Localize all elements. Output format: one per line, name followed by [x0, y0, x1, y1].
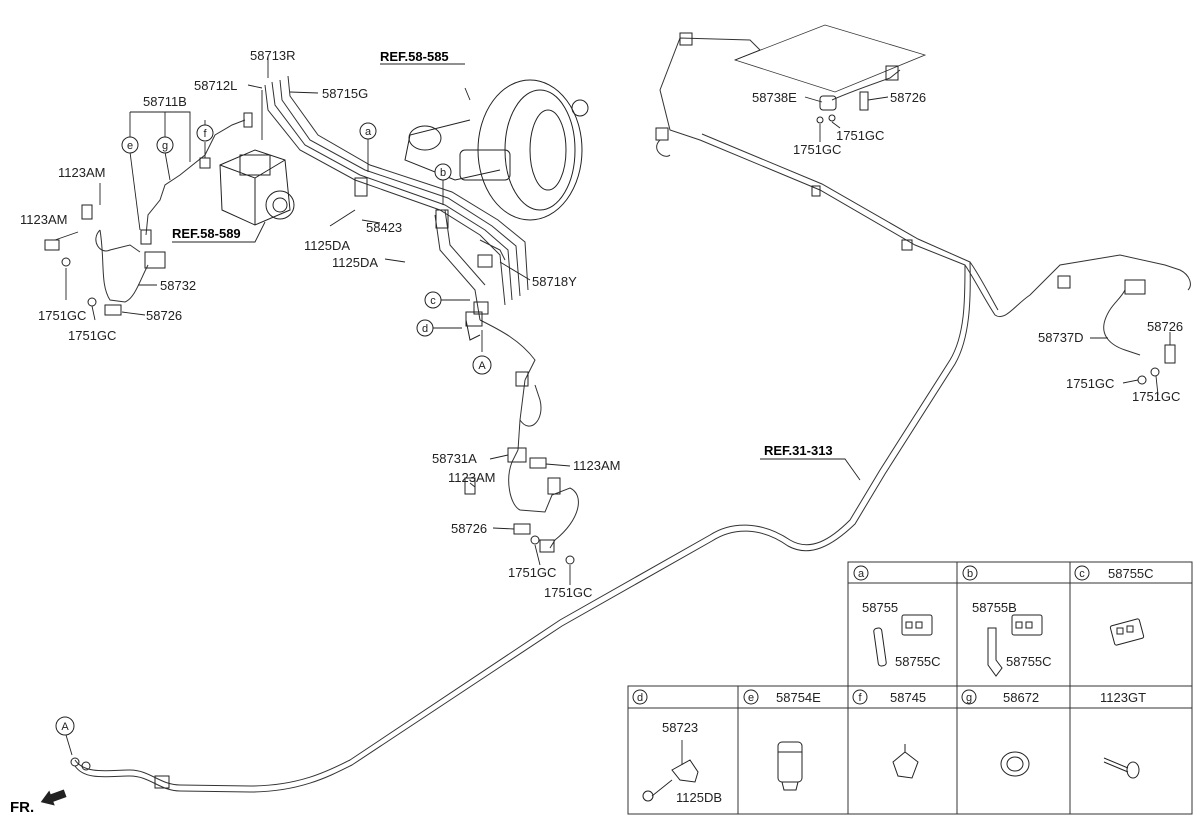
ref-58-585: REF.58-585 [380, 49, 449, 64]
label-1123AM-4: 1123AM [448, 470, 495, 485]
cell-key-g: g [966, 692, 972, 704]
callout-f: f [203, 128, 207, 140]
fr-label: FR. [10, 799, 34, 816]
label-1751GC-2: 1751GC [68, 328, 116, 343]
callout-c: c [430, 295, 436, 307]
front-direction-indicator: FR. [10, 789, 67, 816]
table-cell-a: a 58755 58755C [853, 565, 941, 669]
label-1123AM-3: 1123AM [573, 458, 620, 473]
label-58715G: 58715G [322, 86, 368, 101]
cell-key-d: d [637, 692, 643, 704]
label-1123AM-left: 1123AM [20, 212, 67, 227]
cell-f-part-58745: 58745 [890, 690, 926, 705]
label-1751GC-8: 1751GC [1132, 389, 1180, 404]
label-1125DA-2: 1125DA [332, 255, 378, 270]
cell-key-e: e [748, 692, 754, 704]
cell-key-c: c [1079, 568, 1085, 580]
callout-a: a [365, 126, 372, 138]
label-58423: 58423 [366, 220, 402, 235]
table-cell-bolt: 1123GT [1100, 690, 1146, 779]
cell-key-b: b [967, 568, 973, 580]
label-58731A: 58731A [432, 451, 477, 466]
rear-brake-pipe-main [70, 32, 1191, 793]
table-cell-e: e 58754E [743, 689, 821, 791]
table-cell-b: b 58755B 58755C [962, 565, 1052, 677]
cell-a-part-58755C: 58755C [895, 654, 941, 669]
cell-a-part-58755: 58755 [862, 600, 898, 615]
brake-booster [404, 79, 589, 221]
callout-g: g [162, 140, 168, 152]
label-58711B: 58711B [143, 94, 187, 109]
detail-table: a 58755 58755C b 58755B 58755C c 58755C [627, 561, 1193, 815]
table-cell-d: d 58723 1125DB [632, 689, 722, 805]
table-cell-g: g 58672 [961, 689, 1039, 777]
abs-module [219, 149, 295, 226]
cell-key-f: f [858, 692, 862, 704]
label-58737D: 58737D [1038, 330, 1084, 345]
label-58732: 58732 [160, 278, 196, 293]
label-58726-2: 58726 [890, 90, 926, 105]
label-58726-4: 58726 [1147, 319, 1183, 334]
label-1123AM-upper: 1123AM [58, 165, 105, 180]
cell-d-part-1125DB: 1125DB [676, 790, 722, 805]
label-58726-3: 58726 [451, 521, 487, 536]
label-1751GC-3: 1751GC [836, 128, 884, 143]
leader-lines [54, 56, 1171, 756]
label-1751GC-7: 1751GC [1066, 376, 1114, 391]
cell-b-part-58755B: 58755B [972, 600, 1017, 615]
right-rear-hose [1103, 279, 1176, 385]
label-1751GC-1: 1751GC [38, 308, 86, 323]
label-58712L: 58712L [194, 78, 237, 93]
cell-e-part-58754E: 58754E [776, 690, 821, 705]
cell-c-part-58755C: 58755C [1108, 566, 1154, 581]
callout-e: e [127, 140, 133, 152]
label-1125DA-1: 1125DA [304, 238, 350, 253]
callout-b: b [440, 167, 446, 179]
label-58738E: 58738E [752, 90, 797, 105]
cell-key-a: a [858, 568, 865, 580]
callout-d: d [422, 323, 428, 335]
label-58718Y: 58718Y [532, 274, 577, 289]
front-brake-pipes [261, 75, 542, 451]
fr-arrow-icon [40, 789, 67, 806]
cell-g-part-58672: 58672 [1003, 690, 1039, 705]
label-1751GC-5: 1751GC [508, 565, 556, 580]
left-front-hose [44, 112, 253, 316]
table-cell-f: f 58745 [852, 689, 926, 779]
bracket-d [465, 319, 481, 341]
label-1751GC-4: 1751GC [793, 142, 841, 157]
detail-frame-upper-right [733, 24, 927, 124]
cell-d-part-58723: 58723 [662, 720, 698, 735]
label-58726-1: 58726 [146, 308, 182, 323]
label-1751GC-6: 1751GC [544, 585, 592, 600]
callout-A-bottom: A [61, 721, 69, 733]
ref-31-313: REF.31-313 [764, 443, 833, 458]
callout-circles: e g f a b c d A A [55, 122, 492, 736]
cell-b-part-58755C: 58755C [1006, 654, 1052, 669]
ref-58-589: REF.58-589 [172, 226, 241, 241]
label-58713R: 58713R [250, 48, 296, 63]
cell-part-1123GT: 1123GT [1100, 690, 1146, 705]
table-cell-c: c 58755C [1074, 565, 1154, 646]
right-front-hose [464, 447, 579, 565]
part-labels: 58713R 58712L 58715G 58711B REF.58-585 R… [20, 48, 1183, 600]
callout-A-top: A [478, 360, 486, 372]
